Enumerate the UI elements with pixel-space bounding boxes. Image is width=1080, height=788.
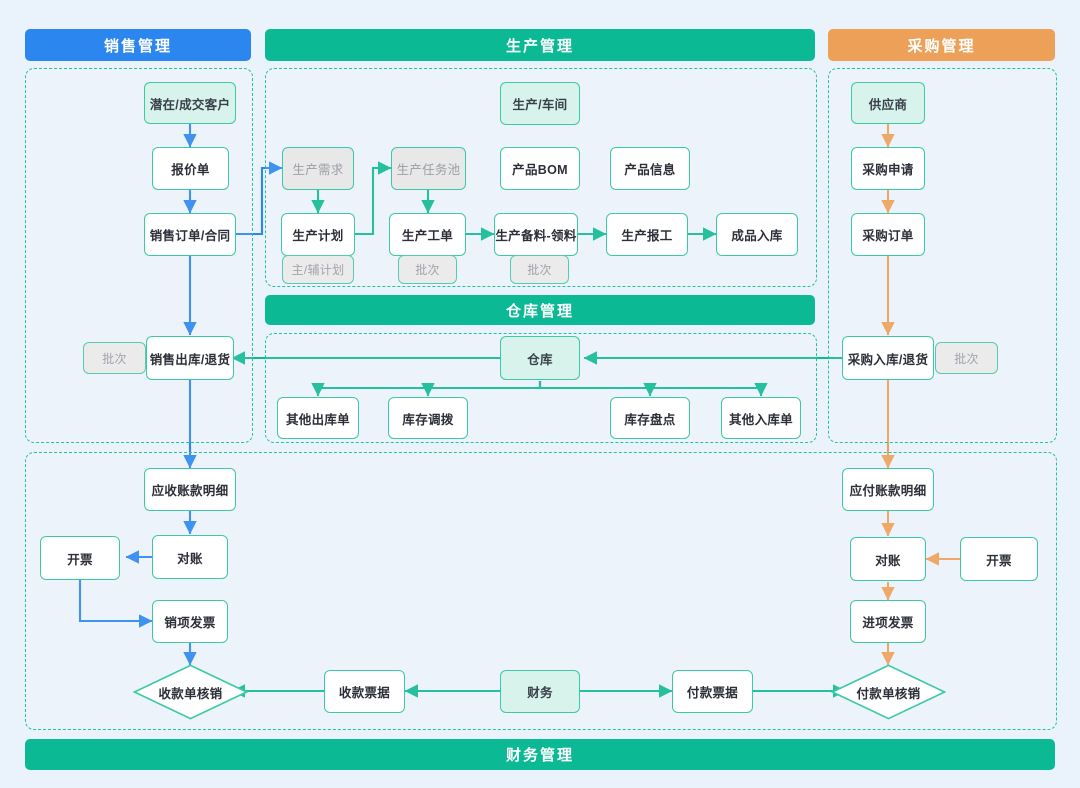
banner-label: 生产管理 — [505, 37, 574, 55]
node-purchase-order[interactable]: 采购订单 — [851, 213, 925, 256]
node-payment-document[interactable]: 付款票据 — [672, 670, 753, 713]
node-label: 开票 — [67, 552, 93, 567]
node-ar-reconciliation[interactable]: 对账 — [152, 535, 228, 579]
banner-label: 销售管理 — [103, 37, 172, 55]
banner-finance-management: 财务管理 — [25, 739, 1055, 770]
node-label: 产品BOM — [512, 163, 568, 177]
node-label: 销售出库/退货 — [149, 352, 231, 367]
node-label: 批次 — [415, 263, 440, 277]
node-label: 生产需求 — [292, 163, 344, 177]
node-production-task-pool[interactable]: 生产任务池 — [391, 147, 466, 190]
node-label: 其他出库单 — [285, 412, 350, 427]
node-label: 生产备料-领料 — [495, 229, 577, 243]
node-stocktake[interactable]: 库存盘点 — [610, 397, 690, 439]
banner-purchase-management: 采购管理 — [828, 29, 1055, 61]
node-ar-issue-invoice[interactable]: 开票 — [40, 536, 120, 580]
node-warehouse[interactable]: 仓库 — [500, 336, 580, 380]
node-receipt-settlement[interactable]: 收款单核销 — [133, 664, 248, 720]
node-label: 采购入库/退货 — [847, 352, 929, 367]
node-production-work-order[interactable]: 生产工单 — [389, 213, 466, 256]
node-payment-settlement[interactable]: 付款单核销 — [831, 664, 946, 720]
node-production-report[interactable]: 生产报工 — [606, 213, 688, 256]
node-label: 生产/车间 — [512, 98, 568, 112]
node-label: 供应商 — [868, 97, 908, 112]
node-label: 对账 — [177, 551, 203, 566]
node-label: 生产报工 — [621, 229, 673, 243]
node-sales-outbound-return[interactable]: 销售出库/退货 — [146, 336, 234, 380]
node-label: 批次 — [954, 351, 979, 366]
node-production-demand[interactable]: 生产需求 — [282, 147, 354, 190]
node-label: 仓库 — [527, 352, 553, 367]
node-label: 付款单核销 — [856, 686, 921, 701]
banner-warehouse-management: 仓库管理 — [265, 295, 815, 325]
node-label: 应付账款明细 — [849, 484, 927, 498]
node-stock-transfer[interactable]: 库存调拨 — [388, 397, 468, 439]
node-product-bom[interactable]: 产品BOM — [500, 147, 580, 190]
node-ap-issue-invoice[interactable]: 开票 — [960, 537, 1038, 581]
node-label: 成品入库 — [731, 229, 783, 243]
node-finished-goods-inbound[interactable]: 成品入库 — [716, 213, 798, 256]
node-label: 生产工单 — [401, 229, 454, 243]
node-output-invoice[interactable]: 销项发票 — [152, 600, 228, 643]
node-label: 产品信息 — [624, 163, 676, 177]
node-label: 对账 — [875, 553, 901, 568]
node-label: 应收账款明细 — [151, 484, 229, 498]
node-production-prepare-material[interactable]: 生产备料-领料 — [494, 213, 578, 256]
node-label: 其他入库单 — [728, 412, 793, 427]
node-label: 收款票据 — [338, 686, 391, 700]
node-label: 潜在/成交客户 — [149, 97, 231, 112]
node-label: 销项发票 — [164, 616, 216, 630]
node-purchase-requisition[interactable]: 采购申请 — [851, 147, 925, 190]
node-receipt-document[interactable]: 收款票据 — [324, 670, 405, 713]
node-tag-sales-batch[interactable]: 批次 — [83, 342, 146, 374]
node-label: 报价单 — [171, 163, 210, 177]
node-label: 库存调拨 — [402, 412, 454, 427]
node-quotation[interactable]: 报价单 — [152, 147, 229, 190]
node-tag-plan-type[interactable]: 主/辅计划 — [282, 255, 354, 284]
banner-production-management: 生产管理 — [265, 29, 815, 61]
node-ar-detail[interactable]: 应收账款明细 — [144, 468, 236, 511]
node-production-plan[interactable]: 生产计划 — [281, 213, 355, 256]
node-label: 开票 — [986, 553, 1012, 568]
node-sales-order[interactable]: 销售订单/合同 — [144, 213, 236, 256]
diamond-shape — [133, 664, 248, 720]
node-label: 主/辅计划 — [291, 263, 345, 277]
banner-label: 仓库管理 — [505, 302, 574, 320]
node-ap-reconciliation[interactable]: 对账 — [850, 537, 926, 581]
banner-label: 财务管理 — [505, 747, 574, 764]
node-label: 生产计划 — [292, 229, 344, 243]
node-label: 生产任务池 — [396, 163, 461, 177]
node-label: 批次 — [102, 351, 127, 366]
node-label: 库存盘点 — [624, 412, 676, 427]
node-production-workshop[interactable]: 生产/车间 — [500, 82, 580, 125]
node-purchase-inbound-return[interactable]: 采购入库/退货 — [842, 336, 934, 380]
node-label: 批次 — [527, 263, 552, 277]
node-label: 付款票据 — [686, 686, 739, 700]
node-label: 采购申请 — [862, 163, 914, 177]
node-finance-hub[interactable]: 财务 — [500, 670, 580, 713]
banner-label: 采购管理 — [907, 37, 976, 55]
node-label: 财务 — [527, 686, 553, 700]
node-other-inbound[interactable]: 其他入库单 — [721, 397, 801, 439]
diamond-shape — [831, 664, 946, 720]
node-label: 进项发票 — [862, 616, 914, 630]
node-tag-purchase-batch[interactable]: 批次 — [935, 342, 998, 374]
node-label: 收款单核销 — [158, 686, 223, 701]
node-product-info[interactable]: 产品信息 — [610, 147, 690, 190]
node-other-outbound[interactable]: 其他出库单 — [277, 397, 359, 439]
banner-sales-management: 销售管理 — [25, 29, 251, 61]
node-supplier[interactable]: 供应商 — [851, 82, 925, 124]
node-label: 销售订单/合同 — [149, 229, 231, 243]
node-label: 采购订单 — [862, 229, 914, 243]
node-input-invoice[interactable]: 进项发票 — [850, 600, 926, 643]
node-tag-prepare-batch[interactable]: 批次 — [510, 255, 569, 284]
node-tag-work-order-batch[interactable]: 批次 — [398, 255, 457, 284]
node-potential-customer[interactable]: 潜在/成交客户 — [144, 82, 236, 124]
node-ap-detail[interactable]: 应付账款明细 — [842, 468, 934, 511]
